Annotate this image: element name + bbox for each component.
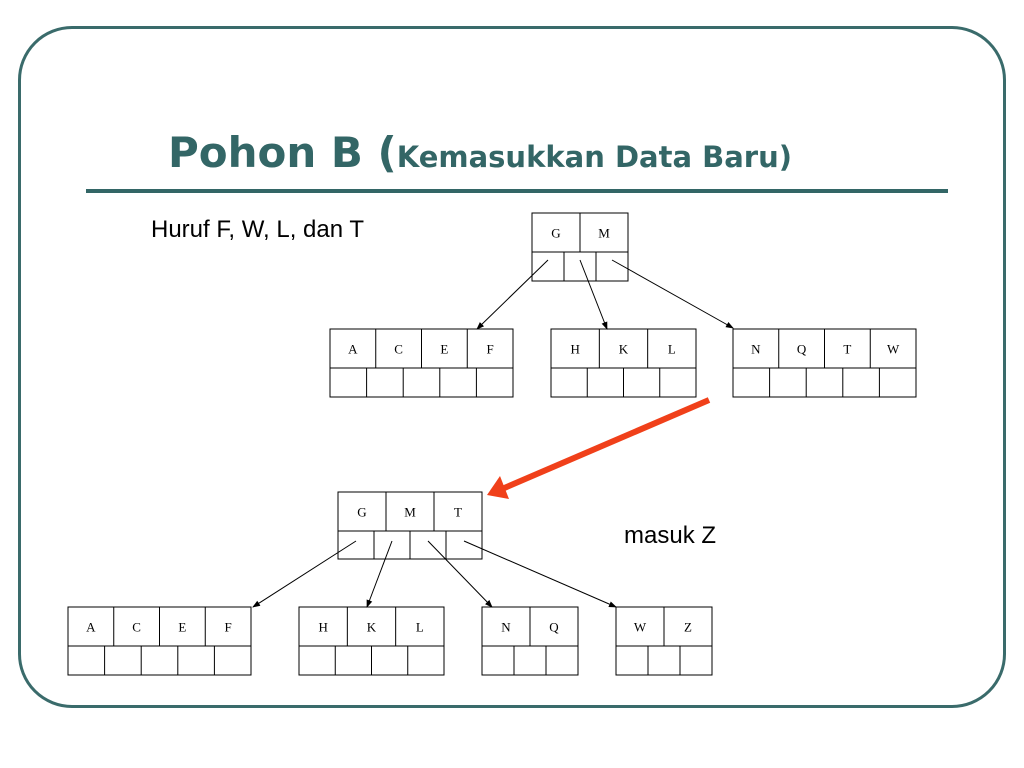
- node-key: G: [357, 505, 366, 520]
- node-key: L: [668, 342, 676, 357]
- note-inserted-letters: Huruf F, W, L, dan T: [151, 216, 364, 243]
- node-key: E: [440, 342, 448, 357]
- title-main: Pohon B (: [168, 128, 397, 177]
- node-key: A: [86, 620, 96, 635]
- node-key: T: [843, 342, 851, 357]
- slide-title: Pohon B (Kemasukkan Data Baru): [168, 128, 792, 177]
- node-key: Q: [797, 342, 807, 357]
- node-key: N: [501, 620, 511, 635]
- note-insert-z: masuk Z: [624, 522, 717, 549]
- transition-arrow-head: [487, 476, 509, 499]
- node-key: H: [318, 620, 327, 635]
- node-key: C: [132, 620, 141, 635]
- child-pointer: [579, 259, 608, 330]
- child-pointer: [252, 540, 357, 608]
- node-key: T: [454, 505, 462, 520]
- node-key: W: [887, 342, 900, 357]
- node-key: G: [551, 226, 560, 241]
- node-key: C: [394, 342, 403, 357]
- node-key: M: [598, 226, 610, 241]
- node-key: K: [619, 342, 629, 357]
- node-key: Q: [549, 620, 559, 635]
- node-key: F: [225, 620, 232, 635]
- node-key: H: [570, 342, 579, 357]
- node-key: M: [404, 505, 416, 520]
- node-key: E: [178, 620, 186, 635]
- transition-arrow-line: [500, 397, 711, 492]
- slide-frame: [18, 26, 1006, 708]
- node-key: A: [348, 342, 358, 357]
- node-key: N: [751, 342, 761, 357]
- node-key: Z: [684, 620, 692, 635]
- node-key: L: [416, 620, 424, 635]
- child-pointer: [611, 259, 734, 329]
- child-pointer: [463, 540, 617, 608]
- node-key: K: [367, 620, 377, 635]
- child-pointer: [427, 540, 493, 608]
- node-key: F: [487, 342, 494, 357]
- title-underline: [86, 189, 948, 193]
- child-pointer: [366, 540, 393, 608]
- title-sub: Kemasukkan Data Baru): [396, 140, 793, 174]
- node-key: W: [634, 620, 647, 635]
- child-pointer: [476, 259, 549, 330]
